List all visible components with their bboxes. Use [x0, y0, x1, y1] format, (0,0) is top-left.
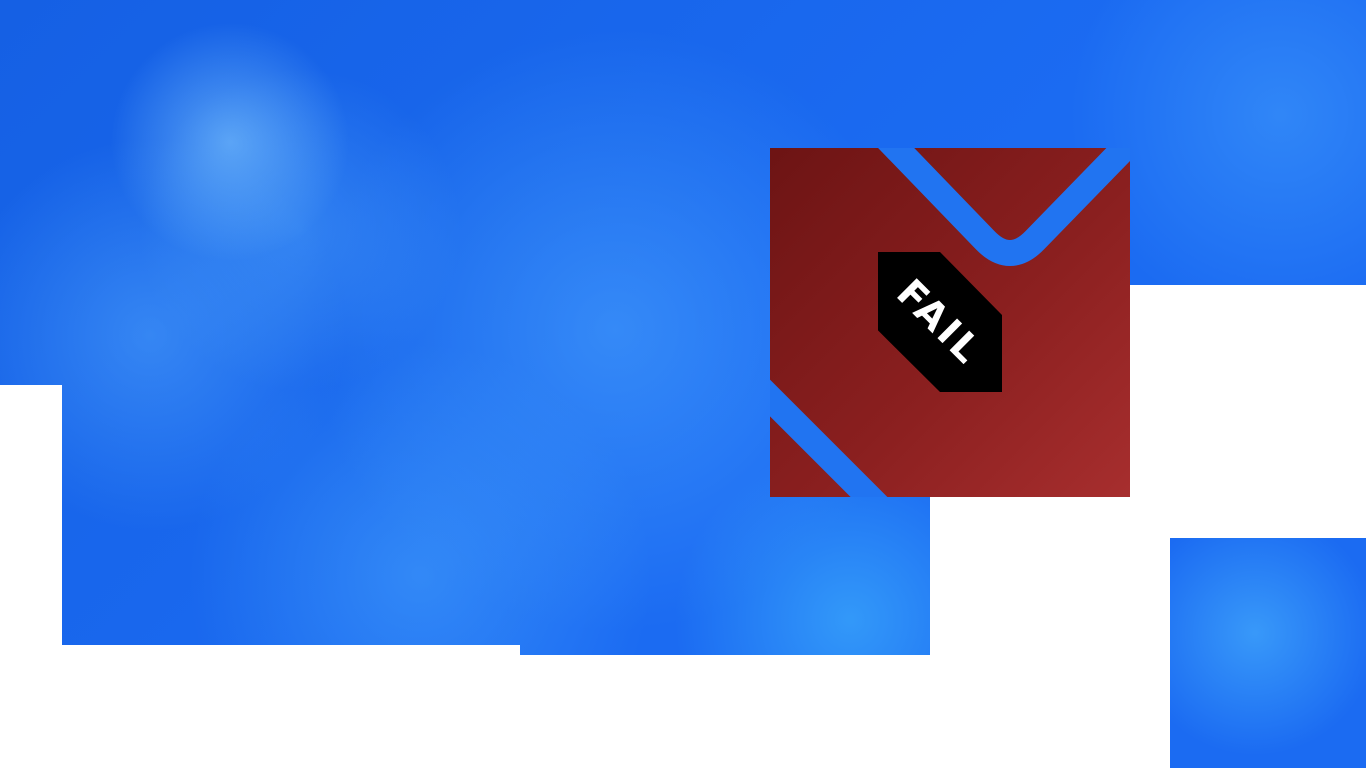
diagonal-stripe — [770, 379, 888, 497]
fail-card: FAIL — [770, 148, 1130, 497]
blue-corner-block — [1170, 538, 1366, 768]
blue-stripes-graphic — [770, 148, 1130, 497]
hook-stripe — [878, 148, 1130, 266]
